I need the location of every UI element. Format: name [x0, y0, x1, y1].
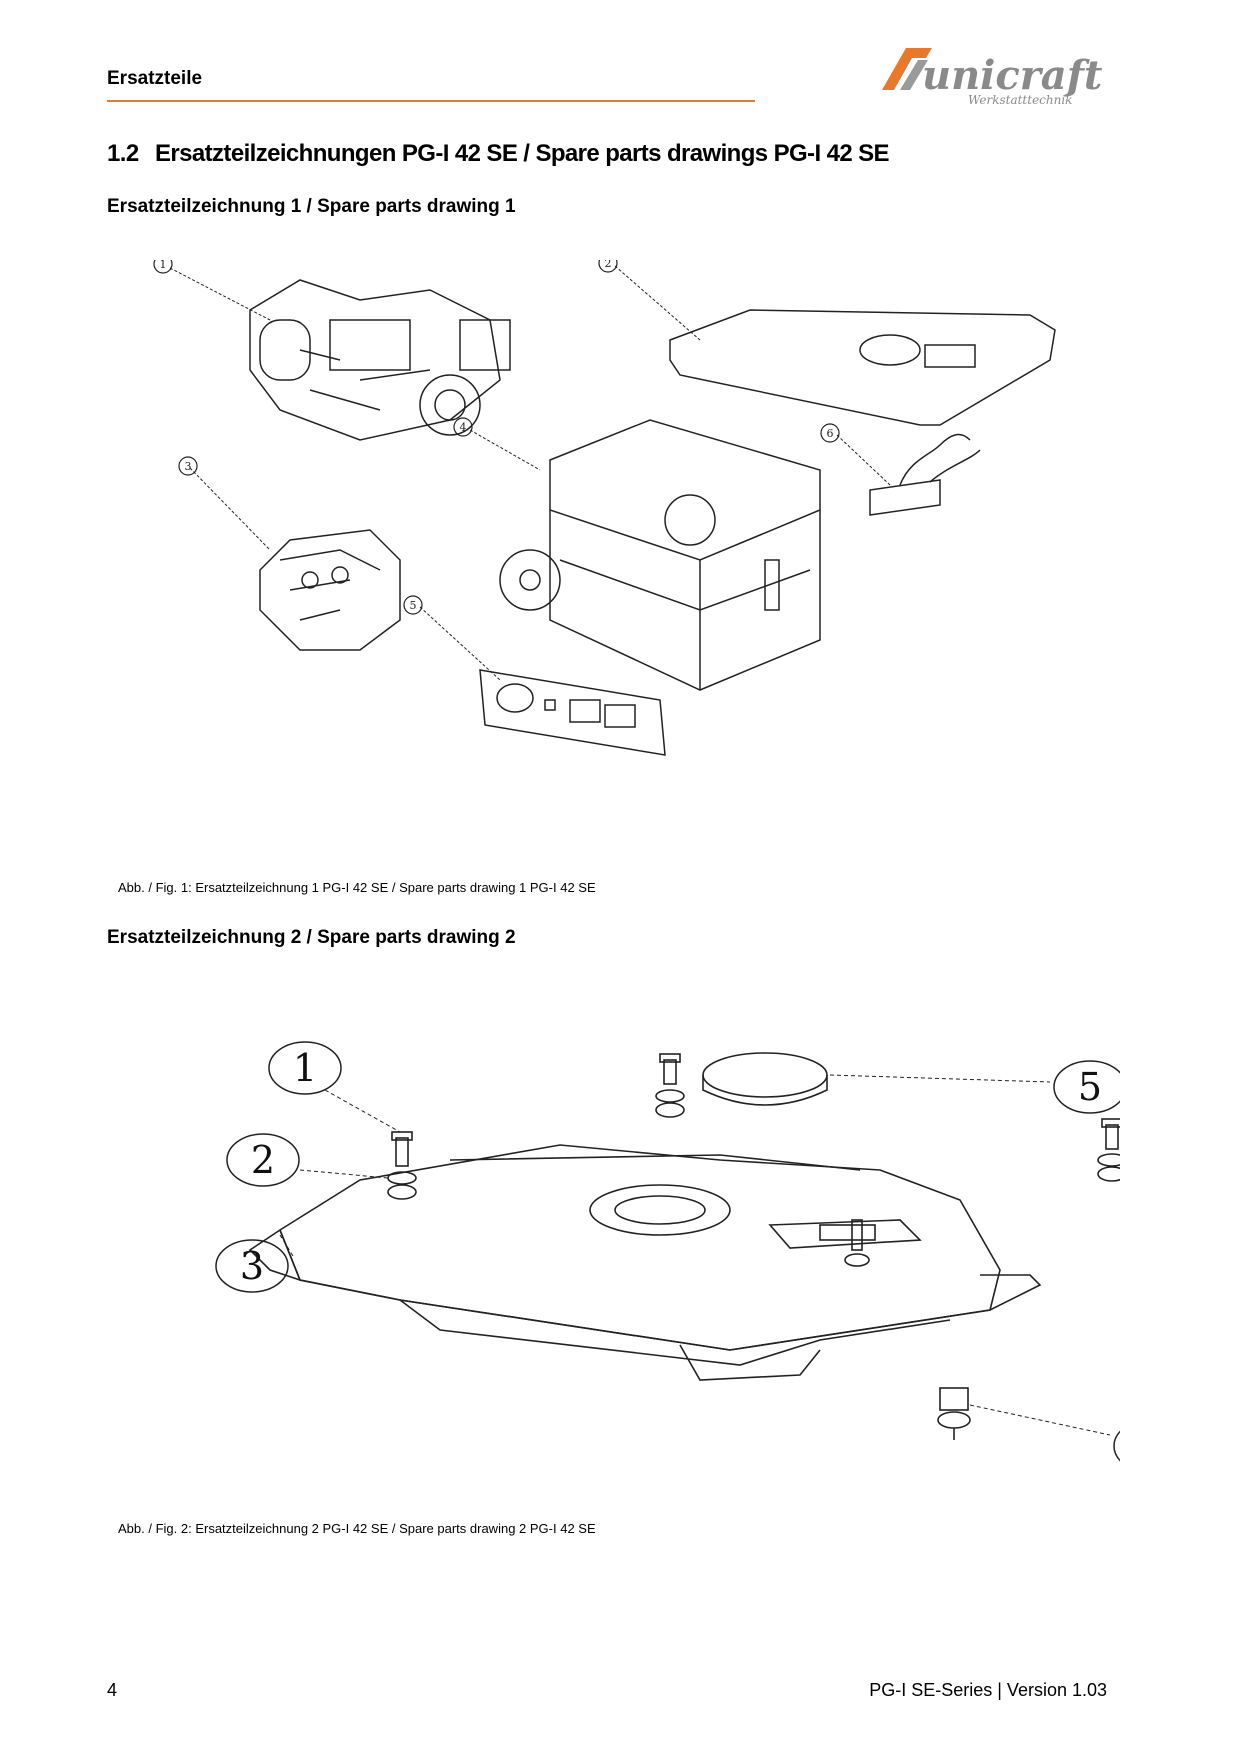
drawing1-label-1: 1 — [160, 260, 167, 271]
document-version: PG-I SE-Series | Version 1.03 — [869, 1680, 1107, 1700]
bolt-part-icon — [1097, 1118, 1120, 1182]
drawing2-label-3: 3 — [240, 1244, 264, 1288]
page-number: 4 — [107, 1680, 118, 1700]
switch-part-icon — [869, 433, 981, 516]
bolt-part-icon — [387, 1131, 417, 1200]
drawing2-caption: Abb. / Fig. 2: Ersatzteilzeichnung 2 PG-… — [118, 1521, 596, 1536]
logo-mark-icon — [882, 48, 932, 90]
drawing1-label-5: 5 — [410, 599, 417, 612]
drawing2-title: Ersatzteilzeichnung 2 / Spare parts draw… — [107, 927, 516, 948]
drawing2-label-1: 1 — [293, 1046, 317, 1090]
panel-part-icon — [479, 669, 666, 756]
engine-part-icon — [249, 279, 511, 441]
drawing1-label-4: 4 — [460, 421, 467, 434]
page-heading: 1.2 Ersatzteilzeichnungen PG-I 42 SE / Sp… — [107, 140, 890, 168]
heading-text: Ersatzteilzeichnungen PG-I 42 SE / Spare… — [155, 140, 890, 167]
drawing1-caption: Abb. / Fig. 1: Ersatzteilzeichnung 1 PG-… — [118, 880, 596, 895]
spare-parts-drawing-2: 1 2 3 4 5 — [215, 1041, 1120, 1462]
heading-number: 1.2 — [107, 140, 139, 167]
drawing1-label-2: 2 — [605, 260, 612, 270]
drawing1-label-3: 3 — [185, 460, 192, 473]
bolt-part-icon — [844, 1219, 870, 1267]
spare-parts-drawing-1: 1 2 3 4 5 6 — [153, 260, 1056, 756]
drawing1-label-6: 6 — [827, 427, 834, 440]
tank-body-part-icon — [248, 1144, 1042, 1381]
fuel-tank-part-icon — [669, 309, 1056, 426]
unicraft-logo: unicraft Werkstatttechnik — [882, 48, 1103, 107]
frame-part-icon — [499, 419, 821, 691]
bolt-part-icon — [655, 1053, 685, 1118]
valve-part-icon — [937, 1387, 971, 1440]
drawing1-title: Ersatzteilzeichnung 1 / Spare parts draw… — [107, 196, 516, 217]
fuel-cap-part-icon — [702, 1052, 828, 1106]
control-box-part-icon — [259, 529, 401, 651]
drawing2-label-2: 2 — [251, 1138, 275, 1182]
logo-brand: unicraft — [922, 52, 1103, 99]
section-header: Ersatzteile — [107, 68, 203, 89]
logo-tagline: Werkstatttechnik — [968, 93, 1072, 107]
header-rule — [107, 100, 755, 102]
drawing2-label-5: 5 — [1078, 1065, 1102, 1109]
